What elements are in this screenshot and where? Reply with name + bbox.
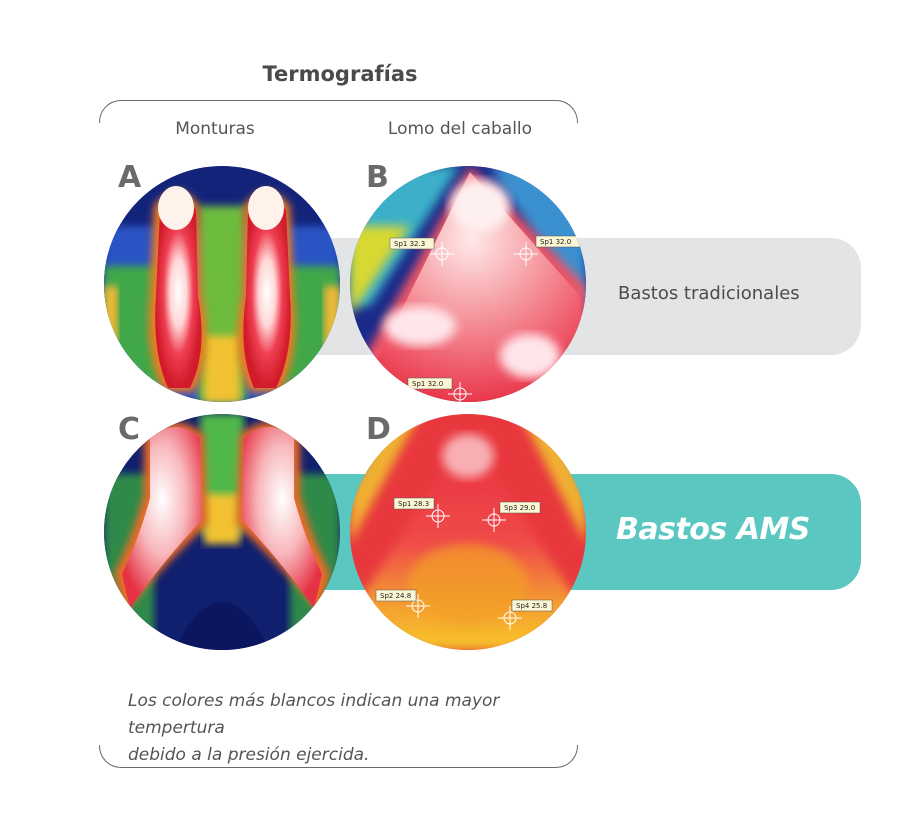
spot-label-d3: Sp2 24.8 [375,589,417,602]
panel-letter-c: C [118,412,141,447]
svg-text:Sp2 24.8: Sp2 24.8 [380,592,411,600]
spot-label-d4: Sp4 25.8 [511,599,553,612]
thermogram-c-saddle [104,414,340,650]
column-label-saddles: Monturas [175,119,255,139]
spot-label-d1: Sp1 28.3 [393,497,435,510]
column-label-horse-back: Lomo del caballo [387,119,533,139]
svg-text:Sp4 25.8: Sp4 25.8 [516,602,547,610]
thermogram-a-saddle [104,166,340,402]
svg-text:Sp3 29.0: Sp3 29.0 [504,504,535,512]
panel-letter-d: D [366,412,391,447]
svg-text:Sp1 28.3: Sp1 28.3 [398,500,429,508]
spot-label-b1: Sp1 32.3 [389,237,435,250]
thermogram-b-horse-back: Sp1 32.3 Sp1 32.0 Sp1 32.0 [350,166,586,402]
bracket-bottom [99,745,578,768]
spot-label-b2: Sp1 32.0 [535,235,581,248]
caption-line-2: debido a la presión ejercida. [128,745,370,765]
panel-letter-a: A [118,160,142,195]
spot-label-d2: Sp3 29.0 [499,501,541,514]
spot-label-b3: Sp1 32.0 [407,377,453,390]
panel-letter-b: B [366,160,389,195]
row-label-traditional: Bastos tradicionales [618,283,800,304]
thermogram-d-horse-back: Sp1 28.3 Sp3 29.0 Sp2 24.8 Sp4 25.8 [350,414,586,650]
svg-text:Sp1 32.3: Sp1 32.3 [394,240,425,248]
caption: Los colores más blancos indican una mayo… [128,688,598,769]
svg-text:Sp1 32.0: Sp1 32.0 [540,238,571,246]
caption-line-1: Los colores más blancos indican una mayo… [128,691,500,738]
row-label-ams: Bastos AMS [616,512,810,547]
page-title: Termografías [262,62,418,86]
svg-text:Sp1 32.0: Sp1 32.0 [412,380,443,388]
